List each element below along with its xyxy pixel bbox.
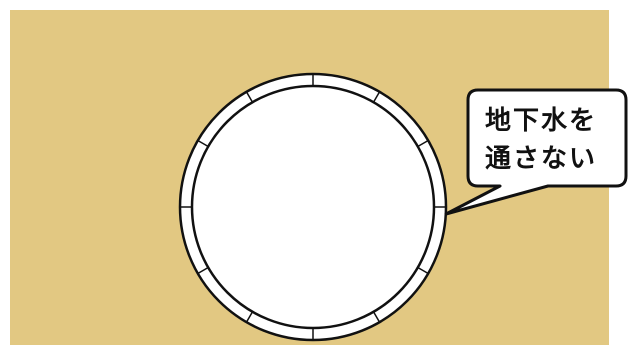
segment-joint: [245, 91, 254, 103]
segment-joint: [417, 139, 429, 148]
tunnel-inner-ring: [190, 84, 436, 330]
callout-line-2: 通さない: [484, 144, 597, 174]
segment-joint: [417, 266, 429, 275]
segment-joint: [372, 311, 381, 323]
segment-joint: [372, 91, 381, 103]
lining-segment-joints: [180, 74, 446, 340]
segment-joint: [197, 266, 209, 275]
segment-joint: [197, 139, 209, 148]
segment-joint: [245, 311, 254, 323]
callout-bubble: [444, 88, 628, 216]
callout-label: 地下水を 通さない: [466, 98, 616, 182]
callout-line-1: 地下水を: [484, 106, 597, 136]
